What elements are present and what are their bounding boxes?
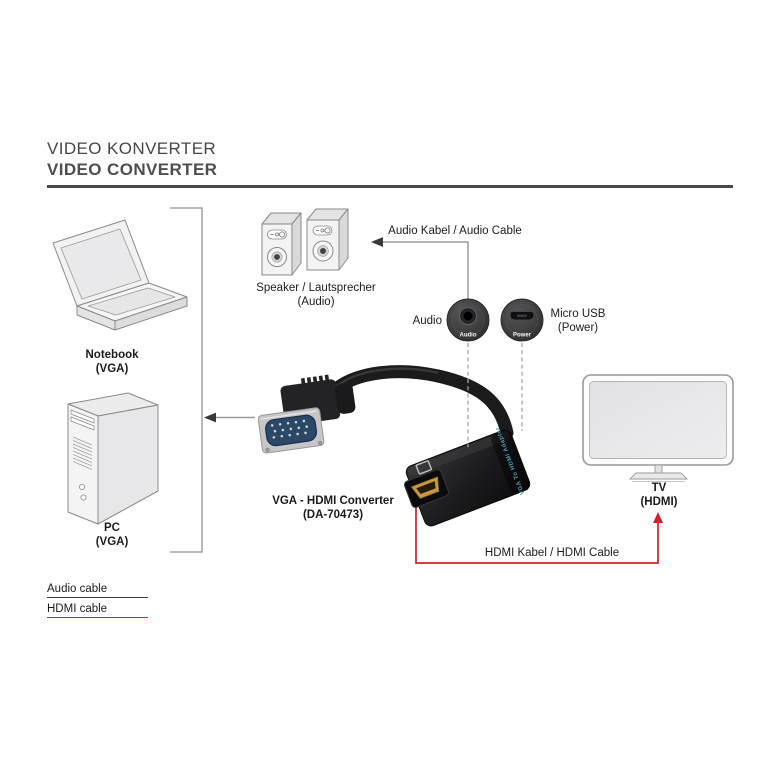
vga-pins [270, 419, 308, 439]
hdmi-cable-label: HDMI Kabel / HDMI Cable [484, 547, 620, 559]
legend-item-audio-cable: Audio cable [47, 583, 148, 598]
power-port-connector: Power [500, 298, 544, 342]
micro-usb-label-line2: (Power) [557, 322, 599, 334]
left-arrowhead-icon [371, 237, 383, 247]
vga-source-arrow [204, 412, 255, 423]
converter-caption: VGA - HDMI Converter (DA-70473) [253, 494, 413, 522]
notebook-caption: Notebook (VGA) [47, 348, 177, 376]
port-callout-dashes [467, 343, 523, 447]
tv-caption: TV (HDMI) [594, 481, 724, 509]
pc-illustration [67, 392, 159, 525]
hdmi-cable-line [415, 503, 663, 564]
power-port-print: Power [513, 333, 532, 339]
tv-illustration [582, 374, 734, 482]
vga-connector-photo [257, 374, 356, 454]
converter-photo: VGA To HDMI Adapter [403, 426, 531, 527]
title-german: VIDEO KONVERTER [47, 139, 217, 158]
notebook-caption-line2: (VGA) [95, 363, 129, 375]
source-bracket-line [170, 207, 203, 553]
display-icon [415, 460, 432, 475]
audio-port-label: Audio [412, 315, 442, 327]
audio-cable-line [371, 237, 469, 299]
title-english: VIDEO CONVERTER [47, 160, 218, 179]
audio-cable-label: Audio Kabel / Audio Cable [388, 225, 522, 237]
converter-caption-line1: VGA - HDMI Converter [272, 495, 394, 507]
pc-caption-line1: PC [104, 522, 120, 534]
page-title: VIDEO KONVERTER VIDEO CONVERTER [47, 138, 217, 180]
speakers-illustration [261, 208, 349, 276]
speaker-caption-line1: Speaker / Lautsprecher [256, 282, 376, 294]
title-divider [47, 185, 733, 188]
legend-item-hdmi-cable: HDMI cable [47, 603, 148, 618]
converter-caption-line2: (DA-70473) [302, 509, 364, 521]
notebook-illustration [52, 219, 188, 331]
pc-caption-line2: (VGA) [95, 536, 129, 548]
notebook-caption-line1: Notebook [85, 349, 139, 361]
speaker-caption-line2: (Audio) [297, 296, 335, 308]
tv-caption-line2: (HDMI) [640, 496, 678, 508]
audio-port-print: Audio [460, 333, 477, 339]
micro-usb-label-line1: Micro USB [550, 308, 606, 320]
left-arrowhead-icon [204, 412, 216, 423]
converter-cable [328, 365, 514, 440]
tv-caption-line1: TV [651, 482, 667, 494]
micro-usb-label: Micro USB (Power) [546, 307, 610, 335]
hdmi-port [403, 469, 450, 508]
up-arrowhead-icon [653, 512, 663, 523]
audio-port-connector: Audio [446, 298, 490, 342]
pc-caption: PC (VGA) [47, 521, 177, 549]
speaker-caption: Speaker / Lautsprecher (Audio) [236, 281, 396, 309]
